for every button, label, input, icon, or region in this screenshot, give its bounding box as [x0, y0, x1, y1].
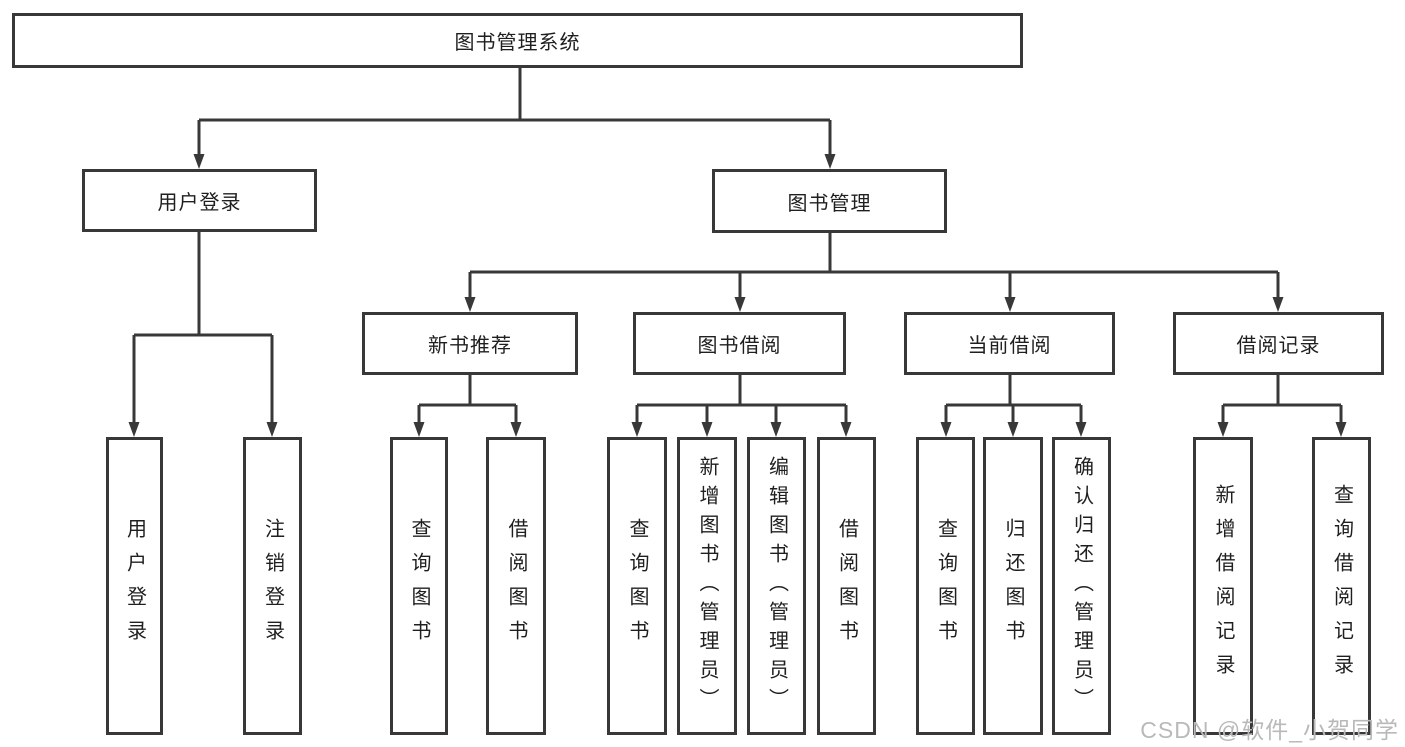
node-current-borrow: 当前借阅 [904, 312, 1115, 375]
node-label: 新增借阅记录 [1212, 484, 1234, 688]
node-label: 图书借阅 [697, 335, 782, 357]
node-label: 新书推荐 [428, 335, 512, 357]
node-label: 归还图书 [1002, 518, 1024, 654]
node-book-borrow: 图书借阅 [633, 312, 846, 375]
node-label: 借阅图书 [505, 518, 527, 654]
node-label: 编辑图书（管理员） [765, 455, 788, 717]
leaf-borrow-book-recommend: 借阅图书 [486, 437, 546, 735]
node-borrow-records: 借阅记录 [1173, 312, 1384, 375]
node-label: 新增图书（管理员） [696, 455, 718, 717]
node-label: 图书管理 [787, 192, 872, 215]
node-label: 注销登录 [261, 518, 284, 654]
node-user-login: 用户登录 [82, 169, 317, 232]
leaf-return-book: 归还图书 [983, 437, 1043, 735]
node-label: 当前借阅 [967, 335, 1052, 357]
leaf-query-book-current: 查询图书 [916, 437, 975, 735]
leaf-query-borrow-record: 查询借阅记录 [1312, 437, 1371, 735]
node-label: 用户登录 [157, 192, 242, 214]
leaf-edit-book-admin: 编辑图书（管理员） [747, 437, 806, 735]
node-library-management-system: 图书管理系统 [12, 13, 1023, 68]
leaf-query-book-borrow: 查询图书 [607, 437, 667, 735]
leaf-add-borrow-record: 新增借阅记录 [1193, 437, 1253, 735]
node-label: 查询图书 [408, 518, 430, 654]
node-label: 查询图书 [934, 518, 957, 654]
node-label: 用户登录 [123, 518, 146, 654]
leaf-borrow-book: 借阅图书 [817, 437, 876, 735]
leaf-query-book-recommend: 查询图书 [390, 437, 448, 735]
node-label: 借阅图书 [835, 518, 858, 654]
leaf-add-book-admin: 新增图书（管理员） [677, 437, 737, 735]
leaf-confirm-return-admin: 确认归还（管理员） [1052, 437, 1111, 735]
leaf-logout: 注销登录 [243, 437, 302, 735]
node-book-management: 图书管理 [712, 169, 947, 233]
node-label: 查询图书 [626, 518, 648, 654]
node-label: 查询借阅记录 [1330, 484, 1353, 688]
node-label: 借阅记录 [1236, 335, 1321, 357]
node-label: 确认归还（管理员） [1070, 455, 1093, 717]
csdn-watermark: CSDN @软件_小贺同学 [1140, 717, 1399, 743]
leaf-user-login: 用户登录 [106, 437, 163, 735]
node-new-book-recommend: 新书推荐 [362, 312, 578, 375]
node-label: 图书管理系统 [454, 32, 581, 54]
